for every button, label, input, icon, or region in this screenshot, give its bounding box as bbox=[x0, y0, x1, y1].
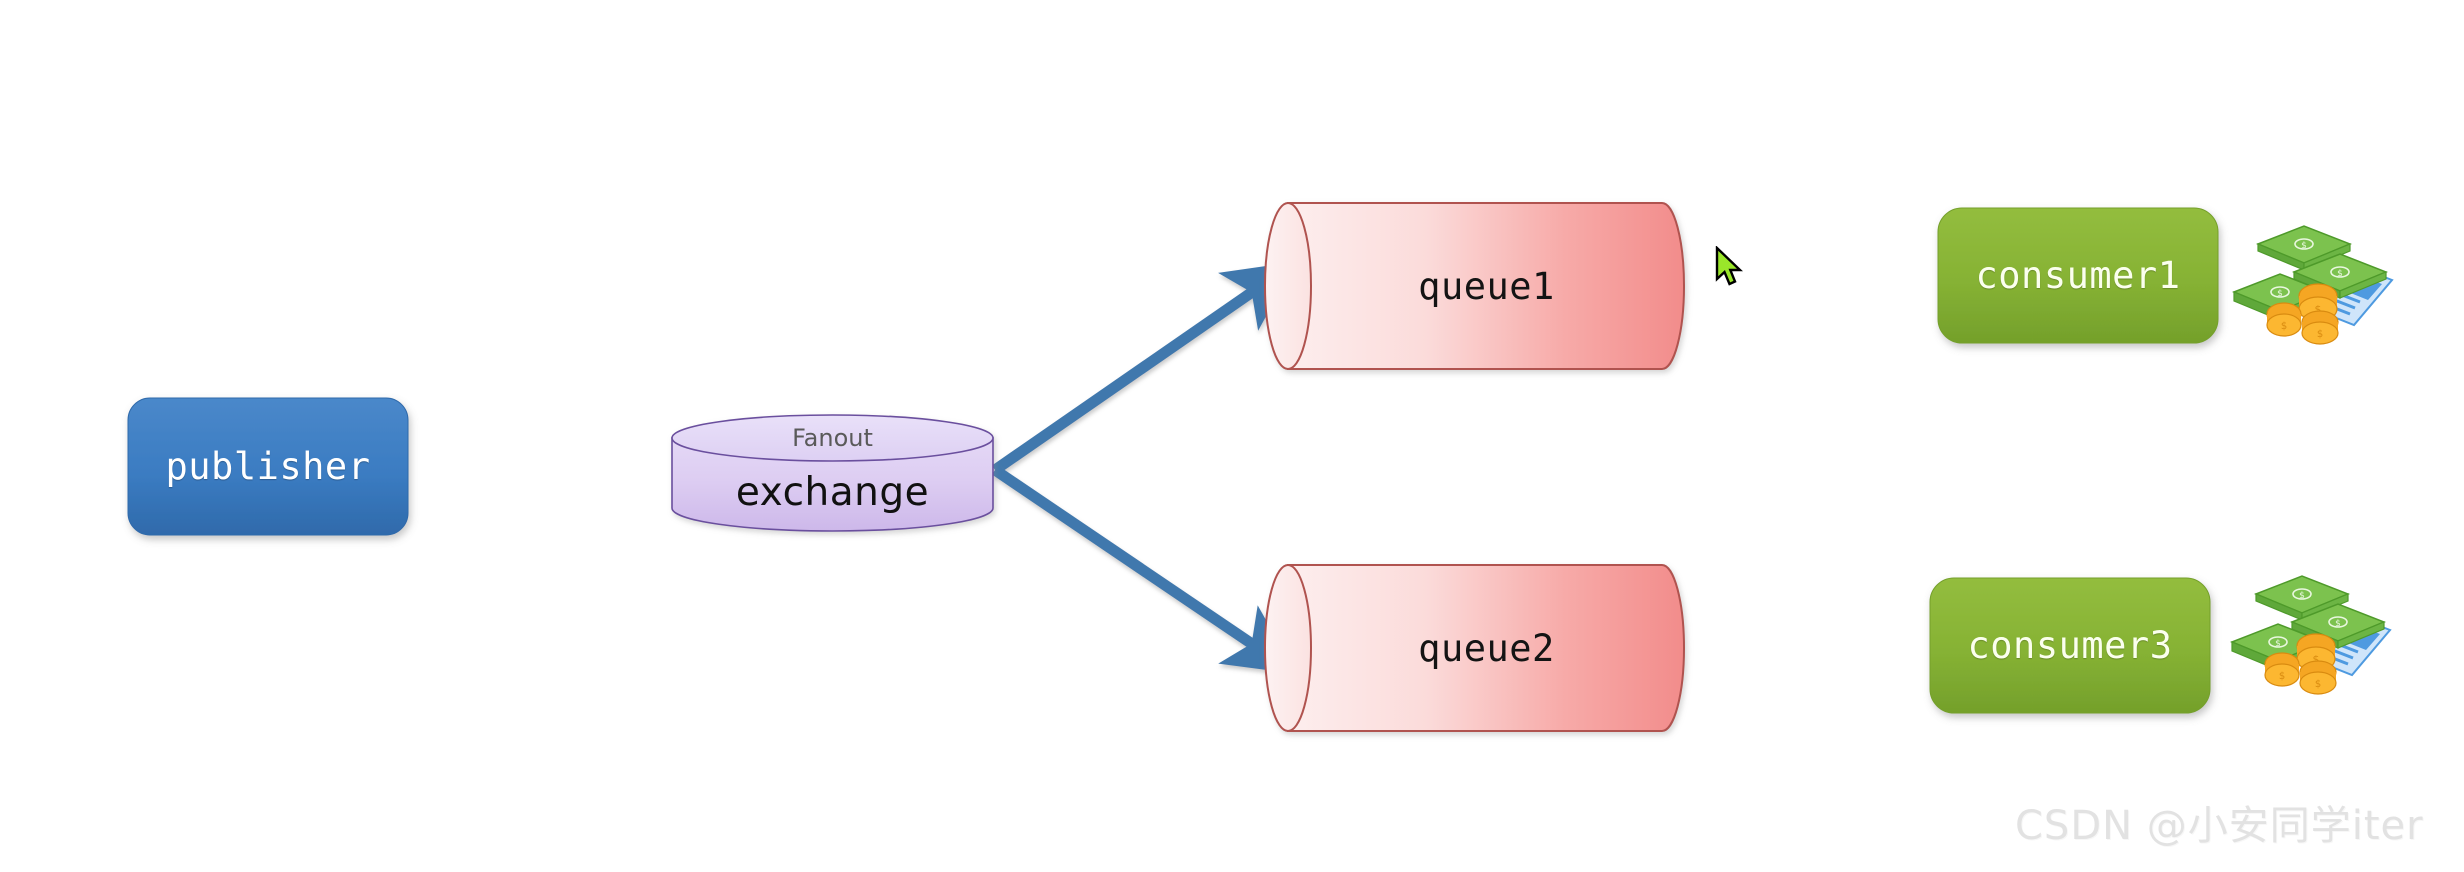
svg-text:$: $ bbox=[2301, 241, 2307, 251]
svg-text:$: $ bbox=[2315, 303, 2322, 316]
mouse-cursor-icon bbox=[1715, 246, 1743, 286]
node-consumer3[interactable] bbox=[1929, 577, 2211, 714]
watermark: CSDN @小安同学iter bbox=[2015, 803, 2424, 849]
svg-text:$: $ bbox=[2277, 289, 2283, 299]
svg-text:$: $ bbox=[2317, 329, 2323, 340]
svg-text:$: $ bbox=[2279, 671, 2285, 682]
svg-text:$: $ bbox=[2315, 679, 2321, 690]
svg-text:$: $ bbox=[2335, 619, 2341, 629]
money-icon: $ $ $ $ bbox=[2231, 225, 2394, 345]
node-consumer1[interactable] bbox=[1937, 207, 2219, 344]
edge-exchange-to-queue1 bbox=[991, 261, 1296, 475]
svg-text:$: $ bbox=[2299, 591, 2305, 601]
svg-text:$: $ bbox=[2281, 321, 2287, 332]
svg-text:$: $ bbox=[2313, 653, 2320, 666]
node-queue1[interactable] bbox=[1264, 202, 1685, 370]
money-icon: $ $ $ $ bbox=[2229, 575, 2392, 695]
edge-exchange-to-queue2 bbox=[991, 465, 1297, 674]
svg-text:$: $ bbox=[2337, 269, 2343, 279]
node-queue2[interactable] bbox=[1264, 564, 1685, 732]
svg-text:$: $ bbox=[2275, 639, 2281, 649]
node-publisher[interactable] bbox=[127, 397, 409, 536]
node-exchange[interactable] bbox=[671, 414, 994, 532]
